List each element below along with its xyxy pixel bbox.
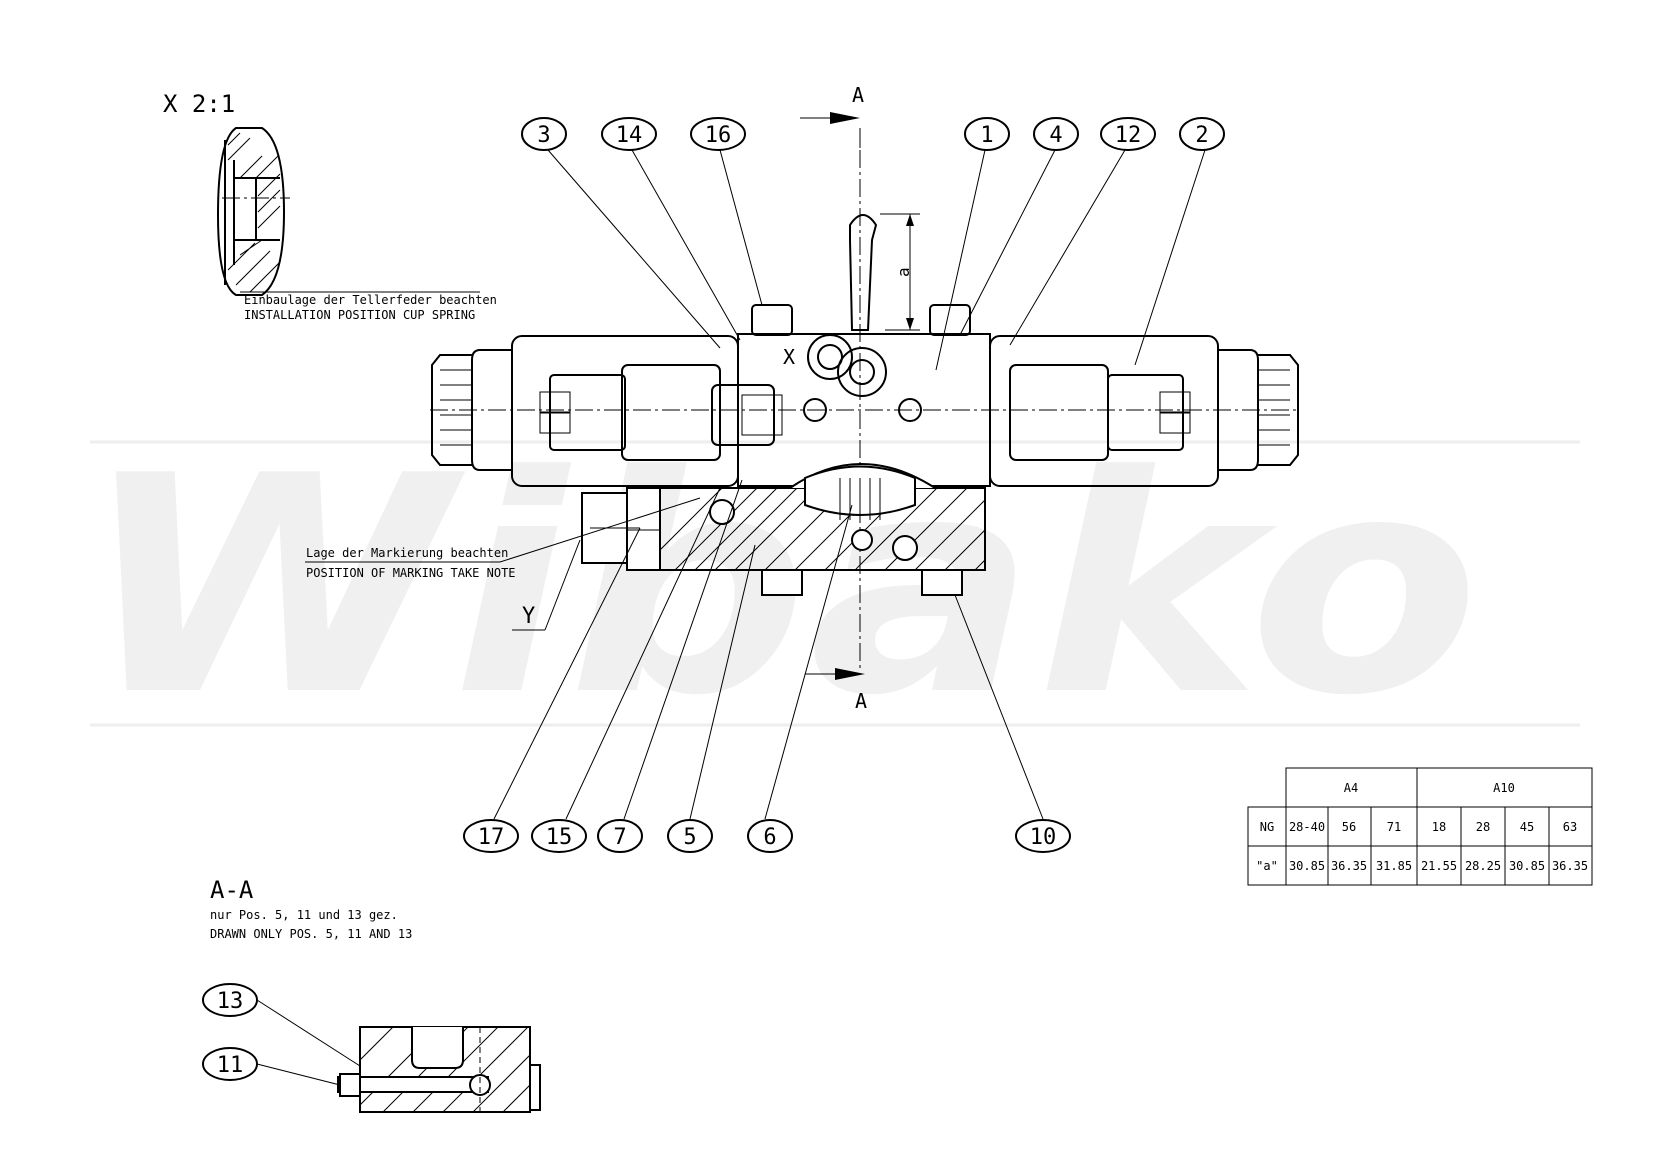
balloon-3: 3 <box>521 117 567 151</box>
svg-text:5: 5 <box>683 825 696 850</box>
balloon-7: 7 <box>597 819 643 853</box>
detail-x: X 2:1 Einbaulage der Tellerfeder beachte… <box>163 90 497 322</box>
balloon-2: 2 <box>1179 117 1225 151</box>
balloon-5: 5 <box>667 819 713 853</box>
detail-y-marker: Y <box>522 604 535 629</box>
balloon-13: 13 <box>202 983 258 1017</box>
dimension-a: a <box>894 267 913 277</box>
svg-text:3: 3 <box>537 123 550 148</box>
table-cell: 56 <box>1342 820 1356 834</box>
marking-note-en: POSITION OF MARKING TAKE NOTE <box>306 566 516 580</box>
cup-spring-note-de: Einbaulage der Tellerfeder beachten <box>244 293 497 307</box>
table-cell: 36.35 <box>1552 859 1588 873</box>
watermark: Wibako <box>80 412 1580 761</box>
svg-text:13: 13 <box>217 989 244 1014</box>
marking-note-de: Lage der Markierung beachten <box>306 546 508 560</box>
svg-text:12: 12 <box>1115 123 1142 148</box>
table-cell: 30.85 <box>1289 859 1325 873</box>
svg-text:16: 16 <box>705 123 732 148</box>
svg-text:14: 14 <box>616 123 643 148</box>
section-note-en: DRAWN ONLY POS. 5, 11 AND 13 <box>210 927 412 941</box>
table-cell: 21.55 <box>1421 859 1457 873</box>
detail-x-title: X 2:1 <box>163 90 235 118</box>
detail-x-marker: X <box>783 345 795 369</box>
table-row-label-ng: NG <box>1260 820 1274 834</box>
svg-text:10: 10 <box>1030 825 1057 850</box>
dimension-table: A4 A10 NG "a" 28-40 56 71 18 28 45 63 30… <box>1247 767 1593 886</box>
table-cell: 36.35 <box>1331 859 1367 873</box>
balloon-1: 1 <box>964 117 1010 151</box>
balloon-14: 14 <box>601 117 657 151</box>
balloon-10: 10 <box>1015 819 1071 853</box>
table-cell: 45 <box>1520 820 1534 834</box>
svg-text:6: 6 <box>763 825 776 850</box>
section-a-a: A-A nur Pos. 5, 11 und 13 gez. DRAWN ONL… <box>210 876 541 1113</box>
table-cell: 28-40 <box>1289 820 1325 834</box>
svg-text:4: 4 <box>1049 123 1062 148</box>
cup-spring-note-en: INSTALLATION POSITION CUP SPRING <box>244 308 475 322</box>
balloon-11: 11 <box>202 1047 258 1081</box>
section-mark-top: A <box>852 83 864 107</box>
table-cell: 63 <box>1563 820 1577 834</box>
valve-assembly: A A a <box>305 83 1300 820</box>
section-title: A-A <box>210 876 254 904</box>
balloon-16: 16 <box>690 117 746 151</box>
section-mark-bottom: A <box>855 689 867 713</box>
balloon-6: 6 <box>747 819 793 853</box>
balloon-4: 4 <box>1033 117 1079 151</box>
table-cell: 28.25 <box>1465 859 1501 873</box>
svg-text:15: 15 <box>546 825 573 850</box>
table-cell: 31.85 <box>1376 859 1412 873</box>
table-group-a4: A4 <box>1344 781 1358 795</box>
table-group-a10: A10 <box>1493 781 1515 795</box>
table-row-label-a: "a" <box>1256 859 1278 873</box>
svg-text:2: 2 <box>1195 123 1208 148</box>
balloon-12: 12 <box>1100 117 1156 151</box>
svg-text:17: 17 <box>478 825 505 850</box>
balloon-15: 15 <box>531 819 587 853</box>
table-cell: 18 <box>1432 820 1446 834</box>
svg-text:11: 11 <box>217 1053 244 1078</box>
table-cell: 71 <box>1387 820 1401 834</box>
table-cell: 28 <box>1476 820 1490 834</box>
svg-text:1: 1 <box>980 123 993 148</box>
balloon-17: 17 <box>463 819 519 853</box>
balloons: 3 14 16 1 4 12 2 17 15 7 5 6 10 13 11 <box>202 117 1225 1081</box>
svg-text:7: 7 <box>613 825 626 850</box>
section-note-de: nur Pos. 5, 11 und 13 gez. <box>210 908 398 922</box>
table-cell: 30.85 <box>1509 859 1545 873</box>
